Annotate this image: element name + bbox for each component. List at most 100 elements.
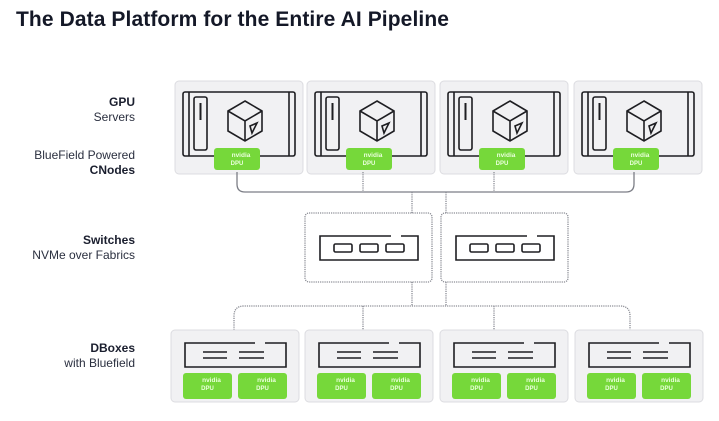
gpu-card-slot: [592, 96, 607, 151]
switch-port-icon: [385, 243, 405, 253]
dpu-label: DPU: [363, 161, 376, 167]
cube-icon: [227, 100, 263, 142]
network-switch: [440, 212, 569, 283]
dbox-chassis: [453, 342, 556, 368]
dbox-chassis: [588, 342, 691, 368]
nvidia-wordmark: nvidia: [606, 377, 625, 384]
dpu-label: DPU: [335, 386, 348, 392]
nvidia-logo-icon: [187, 377, 195, 382]
dbox-fabric-connector: [233, 282, 631, 330]
nvidia-logo-icon: [591, 377, 599, 382]
label-dboxes: DBoxes with Bluefield: [64, 341, 135, 371]
nvidia-logo-icon: [217, 152, 224, 157]
nvidia-logo-icon: [646, 377, 654, 382]
cube-icon: [492, 100, 528, 142]
label-line: BlueField Powered: [34, 148, 135, 162]
nvidia-wordmark: nvidia: [232, 152, 251, 159]
nvidia-logo-icon: [456, 377, 464, 382]
label-line: NVMe over Fabrics: [32, 248, 135, 262]
label-line: GPU: [108, 95, 135, 109]
switch-port-icon: [495, 243, 515, 253]
switch-port-icon: [359, 243, 379, 253]
nvidia-wordmark: nvidia: [364, 152, 383, 159]
cube-icon: [359, 100, 395, 142]
dpu-label: DPU: [660, 386, 673, 392]
dpu-badge-bg: [238, 373, 287, 399]
dpu-badge-bg: [452, 373, 501, 399]
dpu-badge-bg: [479, 148, 525, 170]
dpu-label: DPU: [605, 386, 618, 392]
switch-panel: [440, 212, 569, 283]
dpu-badge-bg: [507, 373, 556, 399]
switch-port-icon: [521, 243, 541, 253]
nvidia-wordmark: nvidia: [202, 377, 221, 384]
nvidia-wordmark: nvidia: [631, 152, 650, 159]
nvidia-wordmark: nvidia: [497, 152, 516, 159]
label-line: CNodes: [89, 163, 135, 177]
nvidia-wordmark: nvidia: [661, 377, 680, 384]
switch-panel: [304, 212, 433, 283]
nvidia-wordmark: nvidia: [526, 377, 545, 384]
nvidia-logo-icon: [321, 377, 329, 382]
nvidia-logo-icon: [482, 152, 489, 157]
dpu-label: DPU: [496, 161, 509, 167]
gpu-card-slot: [458, 96, 473, 151]
dpu-label: DPU: [470, 386, 483, 392]
switch-chassis: [319, 235, 419, 261]
dpu-badge-bg: [372, 373, 421, 399]
switch-port-icon: [333, 243, 353, 253]
cnode-fabric-connector: [236, 172, 635, 213]
network-switch: [304, 212, 433, 283]
nvidia-logo-icon: [511, 377, 519, 382]
dpu-badge-bg: [317, 373, 366, 399]
label-line: with Bluefield: [64, 356, 135, 370]
switch-chassis: [455, 235, 555, 261]
switch-port-icon: [469, 243, 489, 253]
gpu-card-slot: [325, 96, 340, 151]
nvidia-wordmark: nvidia: [336, 377, 355, 384]
cube-icon: [626, 100, 662, 142]
nvidia-wordmark: nvidia: [257, 377, 276, 384]
dpu-badge-bg: [642, 373, 691, 399]
label-line: Servers: [93, 110, 135, 124]
dpu-label: DPU: [630, 161, 643, 167]
dpu-label: DPU: [231, 161, 244, 167]
dpu-badge-bg: [346, 148, 392, 170]
nvidia-logo-icon: [376, 377, 384, 382]
dpu-badge-bg: [214, 148, 260, 170]
label-gpu-servers: GPU Servers: [94, 95, 135, 125]
dpu-label: DPU: [390, 386, 403, 392]
dpu-label: DPU: [201, 386, 214, 392]
label-line: Switches: [82, 233, 135, 247]
nvidia-logo-icon: [616, 152, 623, 157]
dpu-badge-bg: [587, 373, 636, 399]
gpu-card-slot: [193, 96, 208, 151]
nvidia-logo-icon: [242, 377, 250, 382]
label-switches: Switches NVMe over Fabrics: [32, 233, 135, 263]
nvidia-logo-icon: [349, 152, 356, 157]
nvidia-wordmark: nvidia: [471, 377, 490, 384]
dpu-label: DPU: [525, 386, 538, 392]
page-title: The Data Platform for the Entire AI Pipe…: [16, 8, 450, 31]
label-cnodes: BlueField Powered CNodes: [34, 148, 135, 178]
